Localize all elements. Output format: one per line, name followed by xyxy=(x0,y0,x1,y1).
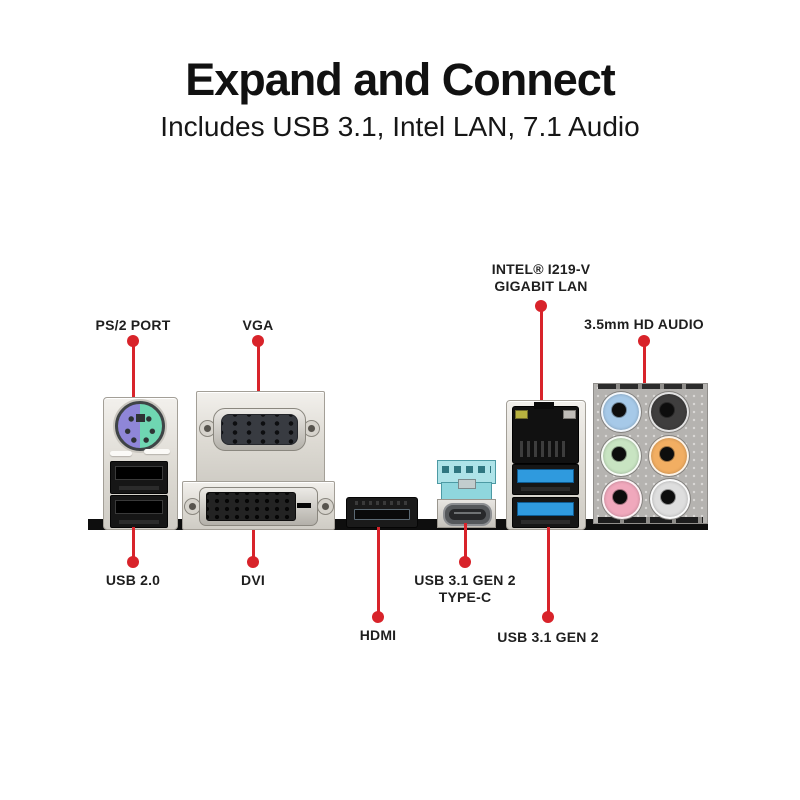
label-usb31: USB 3.1 GEN 2 xyxy=(497,629,599,645)
callout-dot-usbc xyxy=(459,556,471,568)
label-dvi: DVI xyxy=(241,572,265,588)
ps2-port-graphic xyxy=(115,401,165,451)
hdmi-port-graphic xyxy=(346,497,418,528)
audio-block-bottom-strip xyxy=(598,517,703,523)
typec-port-graphic xyxy=(443,503,492,526)
label-lan-line2: GIGABIT LAN xyxy=(494,278,588,294)
typec-pin xyxy=(454,512,481,514)
callout-dot-dvi xyxy=(247,556,259,568)
callout-dot-usb20 xyxy=(127,556,139,568)
lan-led-left xyxy=(515,410,528,419)
plate-highlight xyxy=(110,451,132,456)
label-usbc-line2: TYPE-C xyxy=(438,589,492,605)
usb3-tab xyxy=(521,487,570,491)
label-hd-audio: 3.5mm HD AUDIO xyxy=(584,316,704,332)
lan-led-right xyxy=(563,410,576,419)
page-title: Expand and Connect xyxy=(185,54,616,105)
callout-line-ps2 xyxy=(132,341,135,425)
audio-jack-mic xyxy=(602,479,642,519)
rj45-contacts xyxy=(520,441,568,457)
typec-opening xyxy=(449,509,486,520)
callout-line-vga xyxy=(257,341,260,429)
dvi-screw-right xyxy=(317,498,334,515)
hdmi-contacts xyxy=(355,501,409,505)
plate-highlight xyxy=(144,449,170,454)
usb2-slot xyxy=(115,466,163,480)
hdmi-slot xyxy=(354,509,410,520)
usb2-slot xyxy=(115,500,163,514)
label-ps2-port: PS/2 PORT xyxy=(95,317,171,333)
label-usbc: USB 3.1 GEN 2 TYPE-C xyxy=(390,572,540,606)
usb3-tab xyxy=(521,520,570,524)
dvi-pin-field xyxy=(206,492,296,521)
label-hdmi: HDMI xyxy=(359,627,397,643)
jack-hole xyxy=(661,490,675,504)
jack-hole xyxy=(660,403,674,417)
label-gigabit-lan: INTEL® I219-V GIGABIT LAN xyxy=(466,261,616,295)
jack-hole xyxy=(612,447,626,461)
usbc-header-slots xyxy=(442,466,491,473)
label-usbc-line1: USB 3.1 GEN 2 xyxy=(414,572,516,588)
usb3-blue-tongue xyxy=(517,469,574,483)
ps2-pins xyxy=(118,404,162,448)
rj45-tab xyxy=(534,402,554,409)
callout-line-usb20 xyxy=(132,527,135,560)
callout-dot-hdmi xyxy=(372,611,384,623)
usb3-blue-tongue xyxy=(517,502,574,516)
callout-dot-usb31 xyxy=(542,611,554,623)
dvi-port-graphic xyxy=(199,487,318,526)
callout-line-hdmi xyxy=(377,527,380,615)
audio-jack-line-out xyxy=(601,436,641,476)
callout-line-lan xyxy=(540,306,543,421)
lan-port-graphic xyxy=(512,402,579,464)
label-lan-line1: INTEL® I219-V xyxy=(491,261,591,277)
jack-hole xyxy=(660,447,674,461)
usb2-port-a xyxy=(110,461,168,494)
audio-jack-rear xyxy=(649,392,689,432)
dvi-blade-slot xyxy=(297,503,311,508)
usb2-tab xyxy=(119,486,159,490)
audio-block-top-strip xyxy=(598,384,703,389)
jack-hole xyxy=(613,490,627,504)
callout-line-dvi xyxy=(252,530,255,560)
usbc-body-notch xyxy=(458,479,476,489)
vga-port-graphic xyxy=(213,408,306,451)
ps2-key-slot xyxy=(136,414,145,422)
label-usb20: USB 2.0 xyxy=(105,572,161,588)
audio-jack-side xyxy=(650,479,690,519)
label-vga: VGA xyxy=(242,317,274,333)
audio-jack-line-in xyxy=(601,392,641,432)
usb2-tab xyxy=(119,520,159,524)
jack-hole xyxy=(612,403,626,417)
page-subtitle: Includes USB 3.1, Intel LAN, 7.1 Audio xyxy=(160,111,640,142)
usb3-port-b xyxy=(512,497,579,528)
usb2-port-b xyxy=(110,495,168,528)
callout-line-usbc xyxy=(464,523,467,560)
usb3-port-a xyxy=(512,464,579,495)
vga-pin-field xyxy=(221,414,298,445)
audio-jack-center-sub xyxy=(649,436,689,476)
callout-line-usb31 xyxy=(547,527,550,615)
